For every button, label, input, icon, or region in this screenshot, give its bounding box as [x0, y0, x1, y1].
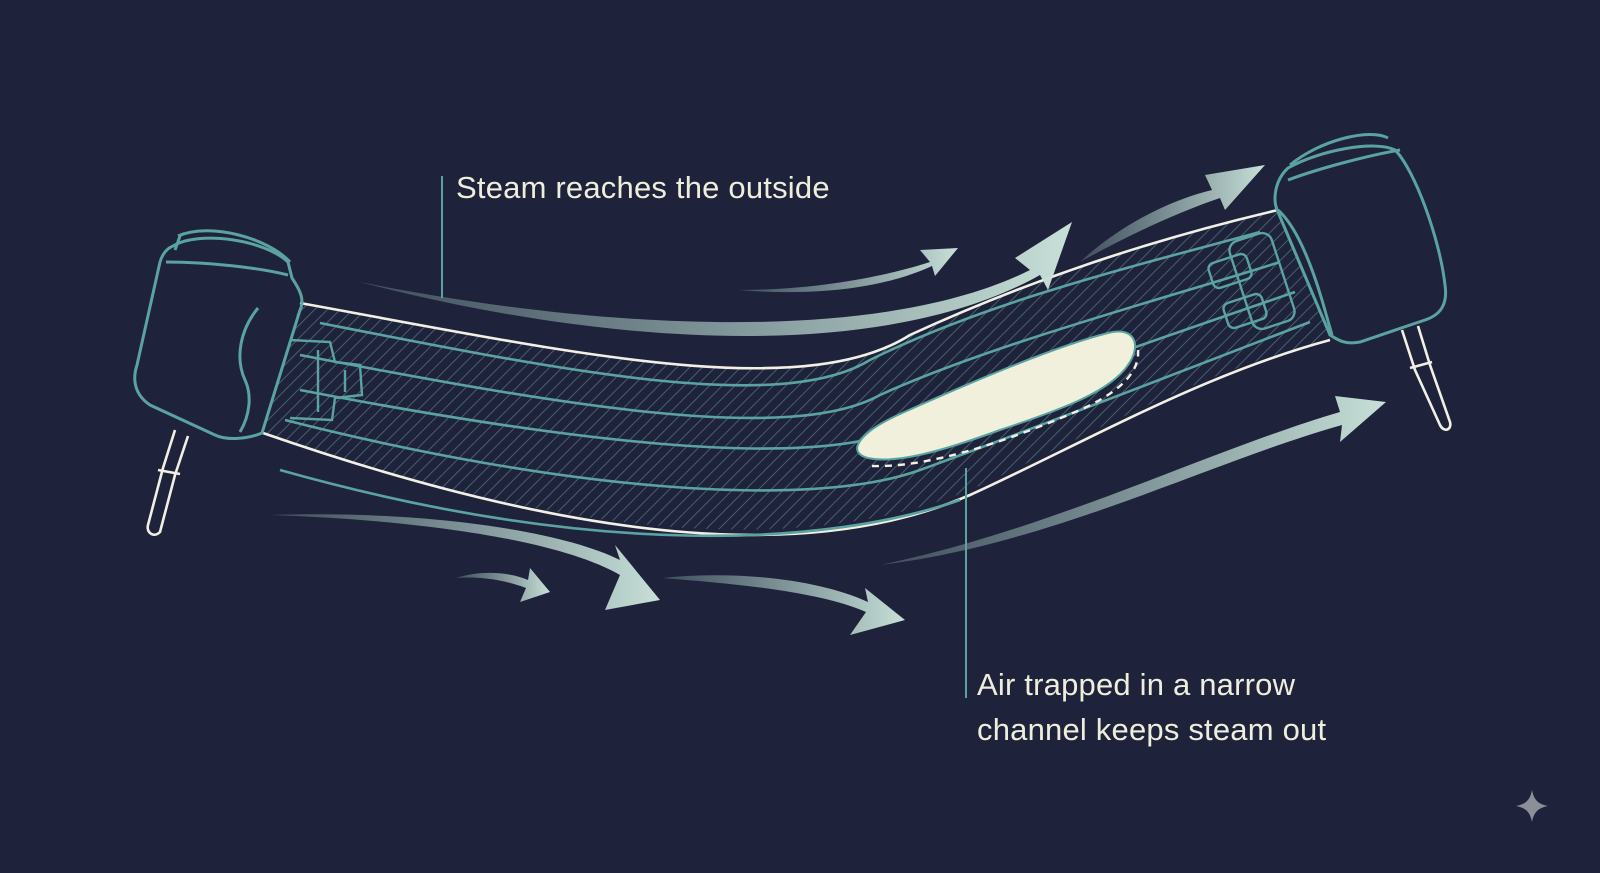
- trapped-air-pocket: [856, 330, 1137, 461]
- handpiece-wall-hatch: [263, 210, 1330, 530]
- steam-arrow: [662, 575, 905, 635]
- annotation-text: Steam reaches the outside: [456, 170, 830, 205]
- steam-arrow: [738, 248, 958, 293]
- right-coupling-detail: [1207, 231, 1296, 331]
- sparkle-icon: [1516, 790, 1548, 822]
- steam-arrow: [270, 514, 660, 610]
- right-pin: [1400, 325, 1452, 431]
- handpiece-outer-top-edge: [299, 208, 1279, 370]
- right-head: [1273, 133, 1448, 345]
- steam-flow-arrows: [270, 165, 1386, 635]
- air-pocket-dashed-outline: [871, 349, 1140, 468]
- annotation-steam-outside: Steam reaches the outside: [456, 165, 830, 210]
- left-pin: [146, 429, 190, 536]
- steam-arrow: [1080, 165, 1265, 262]
- annotation-text-line-1: Air trapped in a narrow: [977, 667, 1296, 702]
- left-coupling-detail: [289, 338, 364, 422]
- annotation-trapped-air: Air trapped in a narrow channel keeps st…: [977, 662, 1326, 752]
- annotation-text-line-2: channel keeps steam out: [977, 712, 1327, 747]
- steam-arrow: [456, 568, 550, 602]
- left-head: [133, 229, 304, 440]
